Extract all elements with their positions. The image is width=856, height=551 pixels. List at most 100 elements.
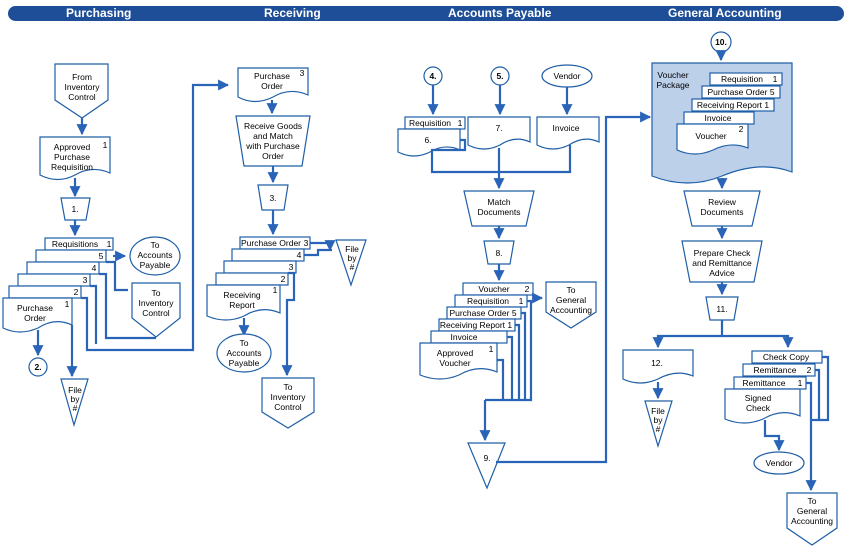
- svg-text:1: 1: [519, 296, 524, 306]
- svg-text:Approved: Approved: [54, 142, 91, 152]
- svg-text:Order: Order: [24, 313, 46, 323]
- column-accounts-payable: Accounts Payable: [448, 6, 552, 20]
- svg-text:Accounting: Accounting: [550, 305, 592, 315]
- svg-text:1: 1: [798, 378, 803, 388]
- svg-text:Control: Control: [142, 308, 170, 318]
- svg-text:by: by: [348, 253, 358, 263]
- file-by-number-receiving: File by #: [335, 239, 367, 287]
- svg-text:To: To: [240, 338, 249, 348]
- svg-text:Signed: Signed: [745, 393, 772, 403]
- svg-text:Inventory: Inventory: [271, 392, 307, 402]
- invoice-doc: Invoice: [536, 116, 600, 150]
- svg-text:Remittance: Remittance: [743, 378, 786, 388]
- svg-text:4: 4: [92, 263, 97, 273]
- svg-text:To: To: [151, 240, 160, 250]
- svg-text:Requisitions: Requisitions: [52, 239, 98, 249]
- svg-text:From: From: [72, 72, 92, 82]
- svg-text:8.: 8.: [495, 248, 502, 258]
- svg-text:1: 1: [273, 285, 278, 295]
- approved-purchase-requisition-doc: Approved Purchase Requisition 1: [39, 136, 111, 181]
- svg-text:1: 1: [458, 118, 463, 128]
- svg-text:12.: 12.: [651, 358, 663, 368]
- svg-text:2.: 2.: [34, 362, 41, 372]
- requisition-doc-6: Requisition 1 6.: [397, 116, 466, 157]
- svg-text:Control: Control: [274, 402, 302, 412]
- svg-text:Invoice: Invoice: [553, 123, 580, 133]
- svg-text:1.: 1.: [71, 204, 78, 214]
- approved-voucher-stack: Voucher 2 Requisition 1 Purchase Order 5…: [419, 282, 534, 380]
- signed-check-stack: Check Copy Remittance 2 Remittance 1 Sig…: [724, 350, 823, 424]
- svg-text:Requisition: Requisition: [51, 162, 93, 172]
- svg-text:Payable: Payable: [229, 358, 260, 368]
- svg-text:Purchase Order 5: Purchase Order 5: [449, 308, 516, 318]
- svg-text:2: 2: [281, 274, 286, 284]
- svg-text:Payable: Payable: [140, 260, 171, 270]
- svg-text:Requisition: Requisition: [721, 74, 763, 84]
- svg-text:11.: 11.: [716, 304, 727, 314]
- svg-text:3.: 3.: [269, 193, 276, 203]
- svg-text:File: File: [651, 406, 665, 416]
- purchase-order-stack: Requisitions 1 5 4 3 2 Purchase Order 1: [2, 237, 114, 333]
- svg-text:and Match: and Match: [253, 131, 293, 141]
- svg-text:Requisition: Requisition: [409, 118, 451, 128]
- voucher-package: Voucher Package Requisition 1 Purchase O…: [651, 62, 793, 184]
- prepare-check-process: Prepare Check and Remittance Advice: [681, 240, 763, 283]
- to-general-accounting-ga: To General Accounting: [786, 492, 838, 546]
- to-accounts-payable-oval-receiving: To Accounts Payable: [216, 333, 272, 373]
- connector-10: 10.: [710, 31, 732, 53]
- review-documents-process: Review Documents: [683, 190, 761, 227]
- svg-text:Accounting: Accounting: [791, 516, 833, 526]
- svg-text:Purchase: Purchase: [54, 152, 90, 162]
- svg-text:Voucher: Voucher: [439, 358, 470, 368]
- svg-text:Receiving Report 1: Receiving Report 1: [697, 100, 770, 110]
- svg-text:To: To: [284, 382, 293, 392]
- svg-text:Report: Report: [229, 300, 255, 310]
- connector-2: 2.: [28, 357, 48, 377]
- svg-text:To: To: [567, 285, 576, 295]
- svg-text:Documents: Documents: [478, 207, 521, 217]
- svg-text:3: 3: [289, 262, 294, 272]
- svg-text:Voucher: Voucher: [695, 131, 726, 141]
- file-by-number-ga: File by #: [644, 400, 673, 449]
- svg-text:Review: Review: [708, 197, 737, 207]
- svg-text:3: 3: [300, 68, 305, 78]
- connector-4: 4.: [423, 66, 443, 86]
- svg-text:5: 5: [99, 251, 104, 261]
- process-8: 8.: [483, 240, 515, 265]
- svg-text:Match: Match: [487, 197, 510, 207]
- to-general-accounting-ap: To General Accounting: [545, 281, 597, 329]
- svg-text:Voucher: Voucher: [478, 284, 509, 294]
- process-3: 3.: [257, 184, 289, 211]
- svg-text:Remittance: Remittance: [754, 365, 797, 375]
- column-general-accounting: General Accounting: [668, 6, 782, 20]
- receive-goods-process: Receive Goods and Match with Purchase Or…: [235, 115, 311, 167]
- svg-text:1: 1: [103, 140, 108, 150]
- svg-text:Purchase Order: Purchase Order: [241, 238, 301, 248]
- svg-text:To: To: [152, 288, 161, 298]
- vendor-oval-ga: Vendor: [753, 451, 805, 475]
- svg-text:Package: Package: [656, 80, 689, 90]
- to-inventory-control-receiving: To Inventory Control: [261, 377, 315, 429]
- svg-text:Inventory: Inventory: [139, 298, 175, 308]
- svg-text:Invoice: Invoice: [451, 332, 478, 342]
- column-receiving: Receiving: [264, 6, 321, 20]
- svg-text:To: To: [808, 496, 817, 506]
- svg-text:3: 3: [304, 238, 309, 248]
- svg-text:Inventory: Inventory: [65, 82, 101, 92]
- vendor-oval-ap: Vendor: [541, 64, 593, 88]
- match-documents-process: Match Documents: [463, 190, 535, 227]
- svg-text:Approved: Approved: [437, 348, 474, 358]
- column-purchasing: Purchasing: [66, 6, 132, 20]
- svg-text:General: General: [556, 295, 586, 305]
- svg-text:1: 1: [489, 344, 494, 354]
- to-accounts-payable-oval: To Accounts Payable: [129, 236, 181, 276]
- svg-text:Vendor: Vendor: [766, 458, 793, 468]
- svg-text:4: 4: [297, 250, 302, 260]
- svg-text:by: by: [654, 415, 664, 425]
- svg-text:10.: 10.: [715, 37, 727, 47]
- doc-7: 7.: [467, 116, 531, 150]
- svg-text:with Purchase: with Purchase: [245, 141, 300, 151]
- svg-text:2: 2: [525, 284, 530, 294]
- file-by-number-purchasing: File by #: [60, 378, 89, 428]
- svg-text:Control: Control: [68, 92, 96, 102]
